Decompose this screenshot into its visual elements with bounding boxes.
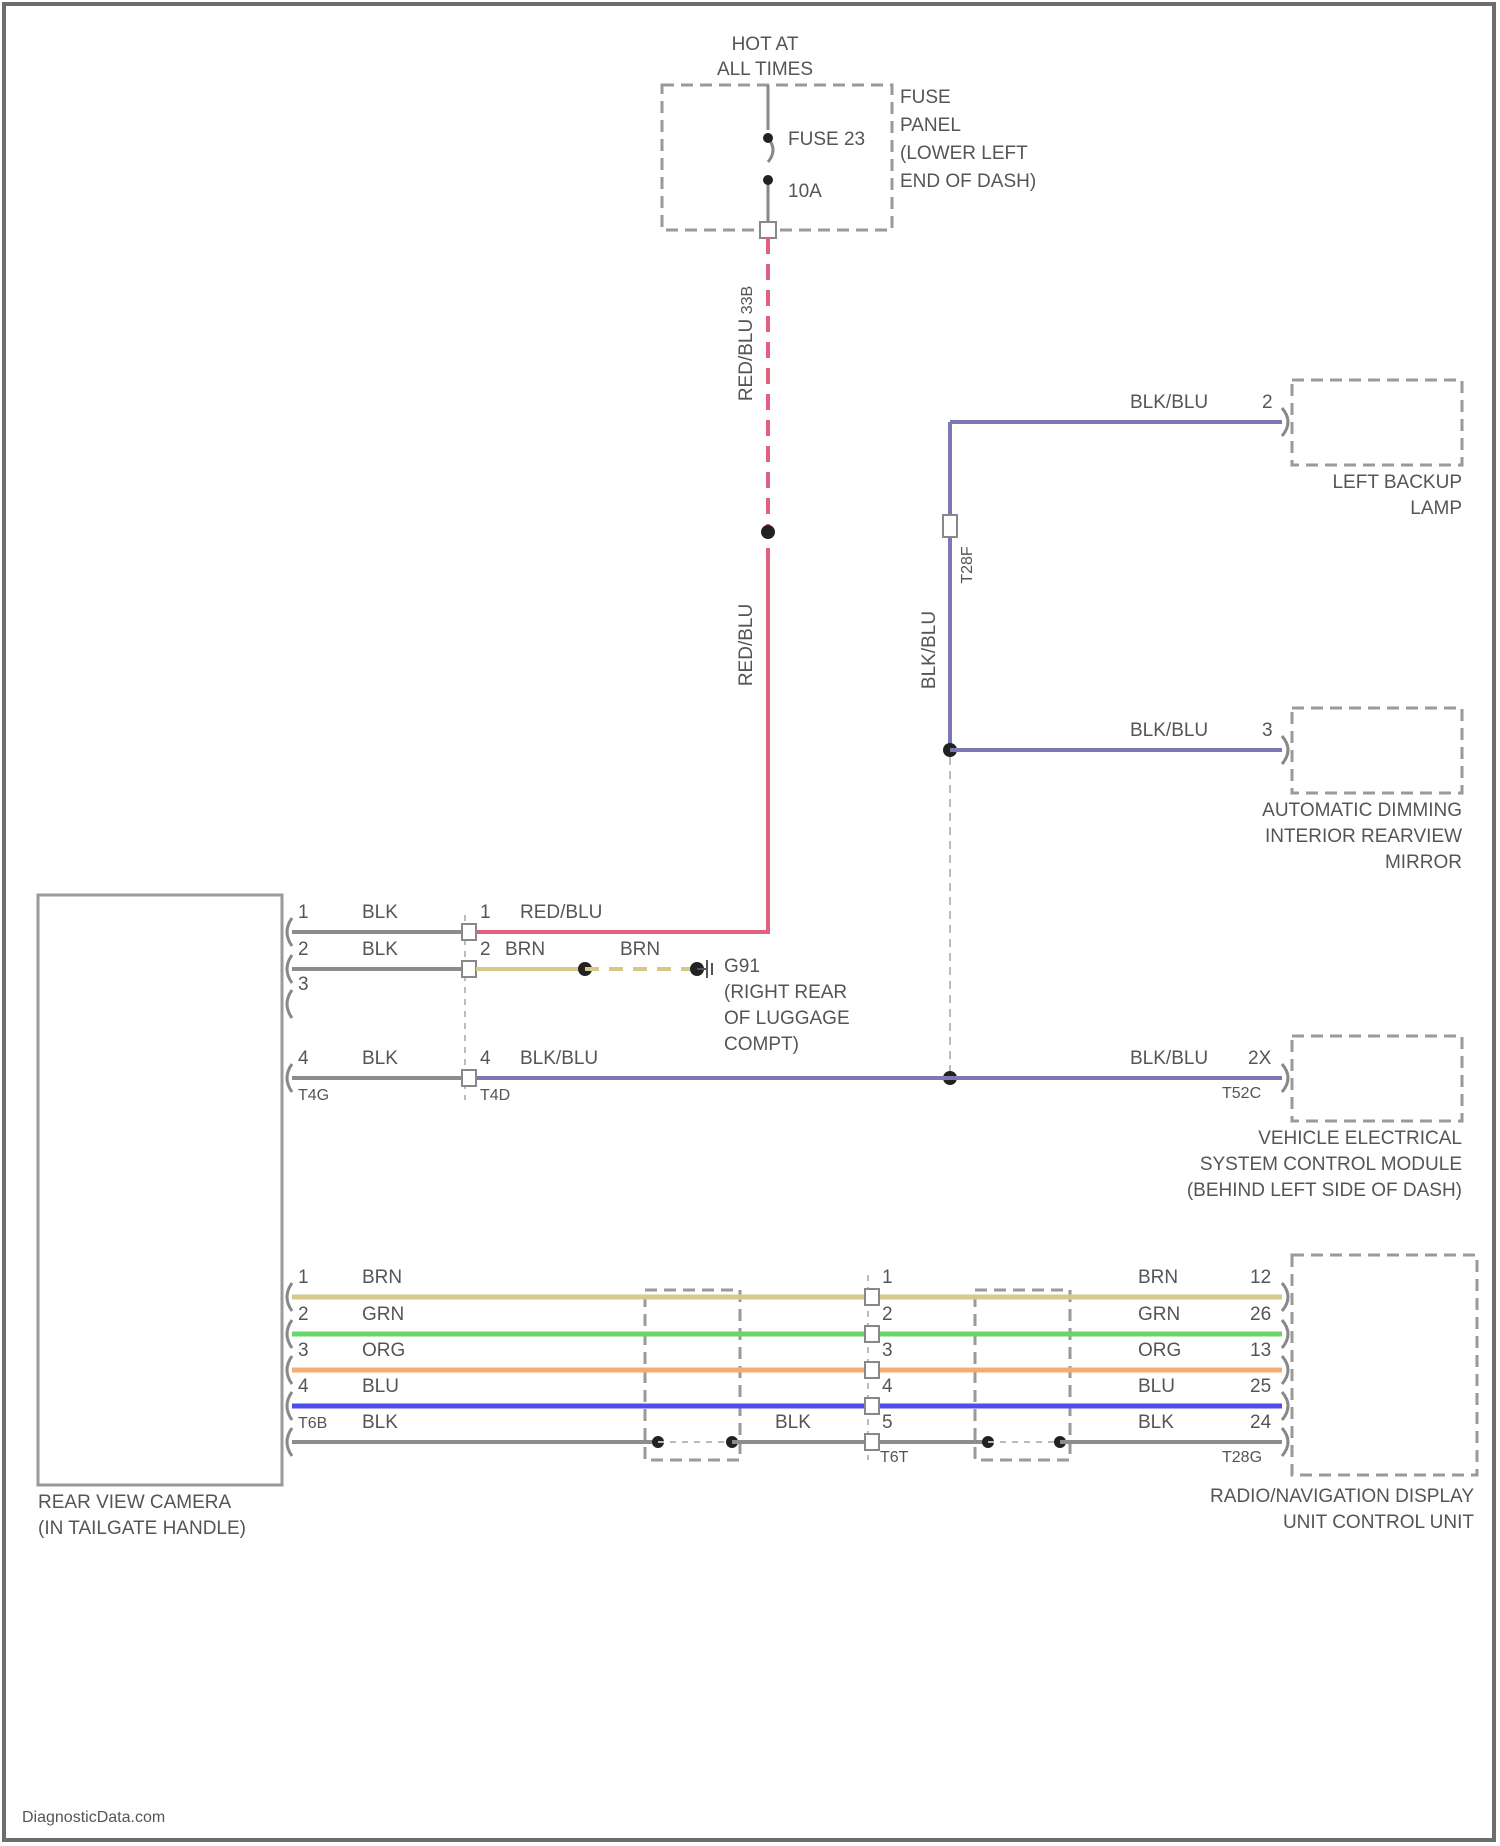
svg-text:1: 1 <box>298 1267 309 1288</box>
svg-text:ORG: ORG <box>362 1340 405 1361</box>
svg-text:BLK: BLK <box>362 902 398 923</box>
svg-text:BLK: BLK <box>1138 1412 1174 1433</box>
svg-text:24: 24 <box>1250 1412 1272 1433</box>
blk-blu-lamp-label: BLK/BLU <box>1130 392 1208 413</box>
svg-text:BLU: BLU <box>362 1376 399 1397</box>
camera-power-row-2: 2 BLK 2 BRN BRN <box>287 939 712 983</box>
svg-text:2: 2 <box>882 1304 893 1325</box>
blk-blu-vertical-label: BLK/BLU <box>919 611 940 689</box>
svg-text:1: 1 <box>298 902 309 923</box>
ground-label-2: (RIGHT REAR <box>724 982 847 1003</box>
svg-text:ORG: ORG <box>1138 1340 1181 1361</box>
fuse-connector <box>760 222 776 238</box>
vesm-box <box>1292 1036 1462 1121</box>
fuse-panel-label-2: PANEL <box>900 115 961 136</box>
mirror-label-1: AUTOMATIC DIMMING <box>1262 800 1462 821</box>
fuse-panel-label-3: (LOWER LEFT <box>900 143 1028 164</box>
radio-connector-label: T28G <box>1222 1449 1262 1466</box>
diagram-frame <box>4 4 1494 1840</box>
fuse-panel-box <box>662 85 892 230</box>
ground-label-4: COMPT) <box>724 1034 799 1055</box>
mirror-label-2: INTERIOR REARVIEW <box>1265 826 1462 847</box>
red-blu-lower-label: RED/BLU <box>736 604 757 686</box>
red-blu-upper-label: RED/BLU <box>736 319 757 401</box>
svg-text:BRN: BRN <box>1138 1267 1178 1288</box>
svg-text:GRN: GRN <box>1138 1304 1180 1325</box>
svg-text:BLK: BLK <box>362 1048 398 1069</box>
blk-blu-vesm-label: BLK/BLU <box>1130 1048 1208 1069</box>
vesm-label-3: (BEHIND LEFT SIDE OF DASH) <box>1187 1180 1462 1201</box>
video-wire-row: T6B BLK BLK 5 BLK 24 <box>287 1412 1288 1456</box>
svg-text:BRN: BRN <box>362 1267 402 1288</box>
svg-text:BLK: BLK <box>362 939 398 960</box>
ground-label-3: OF LUGGAGE <box>724 1008 850 1029</box>
t28f-label: T28F <box>959 546 976 584</box>
svg-text:3: 3 <box>882 1340 893 1361</box>
svg-text:BLK: BLK <box>775 1412 811 1433</box>
left-backup-lamp-box <box>1292 380 1462 465</box>
svg-text:BRN: BRN <box>620 939 660 960</box>
t28f-connector <box>943 515 957 537</box>
svg-text:12: 12 <box>1250 1267 1271 1288</box>
svg-text:4: 4 <box>298 1048 309 1069</box>
mid-connector-label: T6T <box>880 1449 909 1466</box>
vesm-label-1: VEHICLE ELECTRICAL <box>1258 1128 1462 1149</box>
svg-text:4: 4 <box>480 1048 491 1069</box>
footer-watermark: DiagnosticData.com <box>22 1809 165 1826</box>
fuse-pin: 33B <box>739 286 756 314</box>
svg-text:1: 1 <box>480 902 491 923</box>
blk-blu-mirror-label: BLK/BLU <box>1130 720 1208 741</box>
svg-text:RED/BLU: RED/BLU <box>520 902 602 923</box>
svg-text:26: 26 <box>1250 1304 1271 1325</box>
svg-text:5: 5 <box>882 1412 893 1433</box>
svg-text:3: 3 <box>298 1340 309 1361</box>
svg-text:BRN: BRN <box>505 939 545 960</box>
lamp-pin: 2 <box>1262 392 1273 413</box>
svg-text:13: 13 <box>1250 1340 1271 1361</box>
mirror-box <box>1292 708 1462 793</box>
svg-text:2: 2 <box>298 1304 309 1325</box>
rear-view-camera-box <box>38 895 282 1485</box>
svg-text:BLU: BLU <box>1138 1376 1175 1397</box>
lamp-label-1: LEFT BACKUP <box>1332 472 1462 493</box>
svg-text:GRN: GRN <box>362 1304 404 1325</box>
svg-text:4: 4 <box>298 1376 309 1397</box>
svg-text:1: 1 <box>882 1267 893 1288</box>
fuse-rating: 10A <box>788 181 822 202</box>
fuse-panel-label-1: FUSE <box>900 87 951 108</box>
svg-text:3: 3 <box>298 974 309 995</box>
mirror-label-3: MIRROR <box>1385 852 1462 873</box>
radio-label-1: RADIO/NAVIGATION DISPLAY <box>1210 1486 1474 1507</box>
svg-text:T4G: T4G <box>298 1087 329 1104</box>
camera-label-1: REAR VIEW CAMERA <box>38 1492 232 1513</box>
svg-text:4: 4 <box>882 1376 893 1397</box>
mirror-pin: 3 <box>1262 720 1273 741</box>
splice-red-blu <box>761 525 775 539</box>
svg-text:2: 2 <box>298 939 309 960</box>
svg-text:BLK/BLU: BLK/BLU <box>520 1048 598 1069</box>
lamp-label-2: LAMP <box>1410 498 1462 519</box>
svg-text:BLK: BLK <box>362 1412 398 1433</box>
vesm-connector: T52C <box>1222 1085 1261 1102</box>
hot-at-label-1: HOT AT <box>732 34 799 55</box>
vesm-label-2: SYSTEM CONTROL MODULE <box>1200 1154 1462 1175</box>
svg-text:2: 2 <box>480 939 491 960</box>
ground-label-1: G91 <box>724 956 760 977</box>
hot-at-label-2: ALL TIMES <box>717 59 813 80</box>
camera-power-row-1: 1 BLK 1 RED/BLU <box>287 902 602 946</box>
svg-text:25: 25 <box>1250 1376 1271 1397</box>
fuse-name: FUSE 23 <box>788 129 865 150</box>
radio-label-2: UNIT CONTROL UNIT <box>1283 1512 1474 1533</box>
camera-label-2: (IN TAILGATE HANDLE) <box>38 1518 246 1539</box>
svg-text:T4D: T4D <box>480 1087 510 1104</box>
svg-text:T6B: T6B <box>298 1415 327 1432</box>
vesm-pin: 2X <box>1248 1048 1272 1069</box>
radio-unit-box <box>1292 1255 1477 1475</box>
fuse-panel-label-4: END OF DASH) <box>900 171 1036 192</box>
